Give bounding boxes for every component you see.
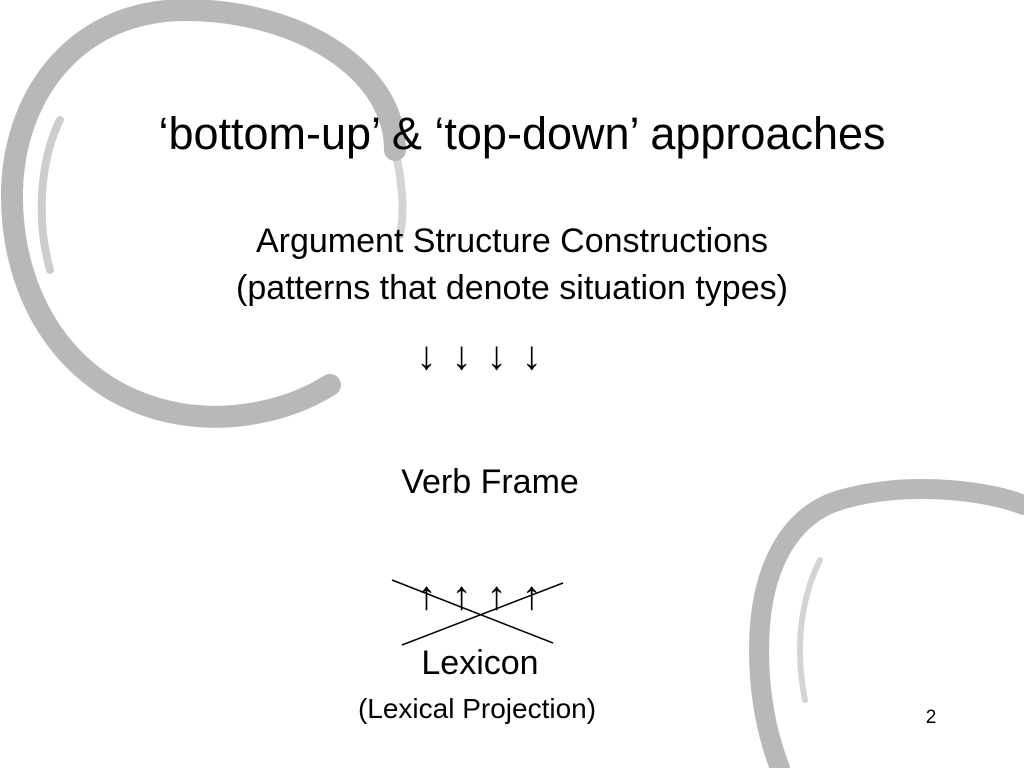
- down-arrows: ↓ ↓ ↓ ↓: [416, 334, 544, 378]
- verb-frame-label: Verb Frame: [401, 463, 579, 501]
- subtitle-line-2: (patterns that denote situation types): [236, 269, 788, 307]
- subtitle-line-1: Argument Structure Constructions: [255, 222, 769, 260]
- swirl-large-circle: [0, 0, 406, 428]
- slide-title: ‘bottom-up’ & ‘top-down’ approaches: [158, 108, 886, 159]
- swirl-small-inner: [797, 557, 823, 703]
- lexical-projection-label: (Lexical Projection): [357, 693, 597, 724]
- swirl-large-tail: [391, 146, 407, 239]
- lexicon-label: Lexicon: [421, 644, 539, 682]
- cross-line-2: [401, 582, 564, 646]
- swirl-small-circle: [749, 479, 1024, 768]
- page-number: 2: [925, 707, 937, 728]
- swirl-large-inner: [37, 116, 64, 274]
- cross-line-1: [391, 579, 554, 644]
- up-arrows: ↑ ↑ ↑ ↑: [416, 574, 544, 618]
